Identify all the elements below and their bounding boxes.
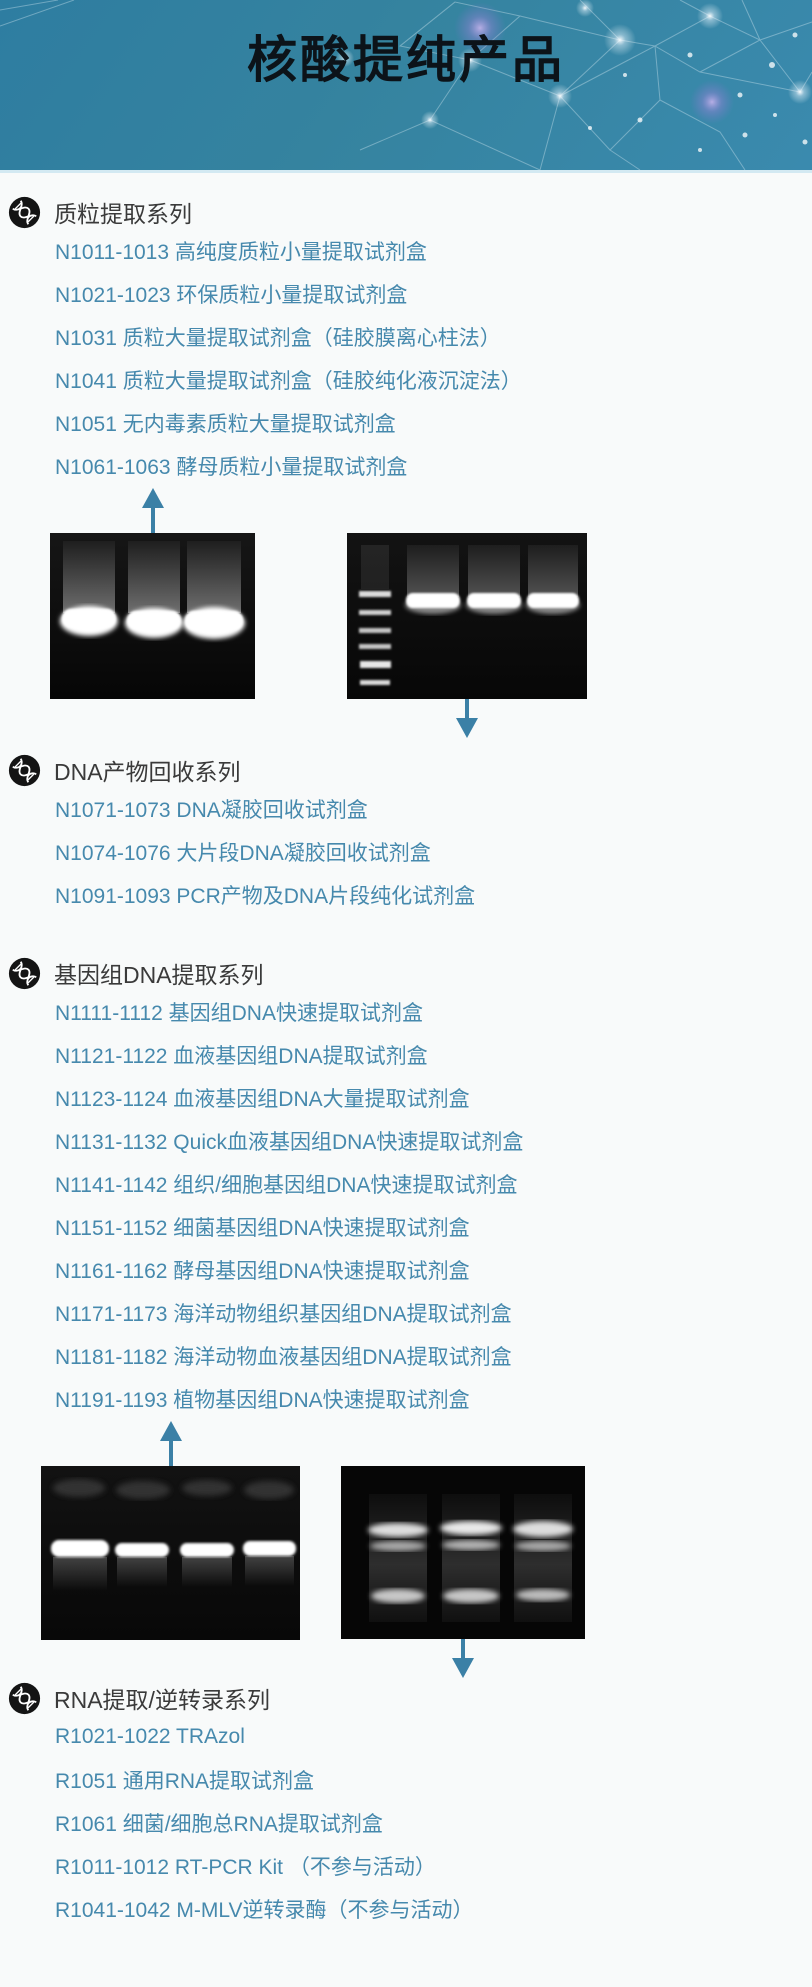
product-item[interactable]: N1181-1182 海洋动物血液基因组DNA提取试剂盒 (55, 1345, 512, 1369)
section-header-genomic-dna: 基因组DNA提取系列 (8, 956, 812, 990)
product-item[interactable]: R1041-1042 M-MLV逆转录酶（不参与活动） (55, 1898, 474, 1922)
product-item[interactable]: N1041 质粒大量提取试剂盒（硅胶纯化液沉淀法） (55, 369, 522, 393)
product-item[interactable]: N1123-1124 血液基因组DNA大量提取试剂盒 (55, 1087, 470, 1111)
gel-figure-row-plasmid (50, 487, 812, 739)
product-item[interactable]: N1071-1073 DNA凝胶回收试剂盒 (55, 798, 368, 822)
product-item[interactable]: R1061 细菌/细胞总RNA提取试剂盒 (55, 1812, 383, 1836)
product-item[interactable]: N1051 无内毒素质粒大量提取试剂盒 (55, 412, 396, 436)
product-item[interactable]: R1011-1012 RT-PCR Kit （不参与活动） (55, 1855, 436, 1879)
section-title: 基因组DNA提取系列 (54, 962, 264, 988)
section-title: RNA提取/逆转录系列 (54, 1687, 270, 1713)
product-list-plasmid: N1011-1013 高纯度质粒小量提取试剂盒 N1021-1023 环保质粒小… (0, 229, 812, 487)
arrow-up-icon (141, 488, 164, 533)
section-header-dna-recovery: DNA产物回收系列 (8, 753, 812, 787)
product-item[interactable]: N1191-1193 植物基因组DNA快速提取试剂盒 (55, 1388, 470, 1412)
section-header-plasmid: 质粒提取系列 (8, 195, 812, 229)
dna-icon (8, 957, 41, 989)
product-item[interactable]: N1061-1063 酵母质粒小量提取试剂盒 (55, 455, 408, 479)
gel-image-genomic-left (41, 1466, 300, 1640)
product-list-dna-recovery: N1071-1073 DNA凝胶回收试剂盒 N1074-1076 大片段DNA凝… (0, 787, 812, 916)
product-list-genomic-dna: N1111-1112 基因组DNA快速提取试剂盒 N1121-1122 血液基因… (0, 990, 812, 1420)
network-pattern-decoration (0, 0, 812, 170)
dna-icon (8, 754, 41, 786)
product-item[interactable]: N1031 质粒大量提取试剂盒（硅胶膜离心柱法） (55, 326, 501, 350)
arrow-down-icon (456, 699, 478, 738)
gel-image-rna-right (341, 1466, 585, 1639)
product-item[interactable]: R1021-1022 TRAzol (55, 1724, 245, 1748)
product-item[interactable]: N1091-1093 PCR产物及DNA片段纯化试剂盒 (55, 884, 476, 908)
product-item[interactable]: N1121-1122 血液基因组DNA提取试剂盒 (55, 1044, 428, 1068)
product-item[interactable]: N1141-1142 组织/细胞基因组DNA快速提取试剂盒 (55, 1173, 518, 1197)
arrow-up-icon (159, 1421, 182, 1466)
dna-icon (8, 196, 41, 228)
section-title: 质粒提取系列 (54, 201, 192, 227)
product-item[interactable]: N1131-1132 Quick血液基因组DNA快速提取试剂盒 (55, 1130, 524, 1154)
product-item[interactable]: N1074-1076 大片段DNA凝胶回收试剂盒 (55, 841, 431, 865)
product-item[interactable]: N1151-1152 细菌基因组DNA快速提取试剂盒 (55, 1216, 470, 1240)
page-title: 核酸提纯产品 (247, 32, 565, 88)
product-item[interactable]: R1051 通用RNA提取试剂盒 (55, 1769, 315, 1793)
product-item[interactable]: N1021-1023 环保质粒小量提取试剂盒 (55, 283, 408, 307)
dna-icon (8, 1682, 41, 1714)
product-item[interactable]: N1011-1013 高纯度质粒小量提取试剂盒 (55, 240, 427, 264)
product-item[interactable]: N1161-1162 酵母基因组DNA快速提取试剂盒 (55, 1259, 470, 1283)
product-list-rna: R1021-1022 TRAzol R1051 通用RNA提取试剂盒 R1061… (0, 1715, 812, 1930)
section-title: DNA产物回收系列 (54, 759, 241, 785)
arrow-down-icon (452, 1639, 474, 1678)
gel-figure-row-genomic (41, 1420, 812, 1679)
gel-image-plasmid-right-with-ladder (347, 533, 587, 699)
gel-image-plasmid-left (50, 533, 255, 699)
product-item[interactable]: N1171-1173 海洋动物组织基因组DNA提取试剂盒 (55, 1302, 512, 1326)
product-item[interactable]: N1111-1112 基因组DNA快速提取试剂盒 (55, 1001, 423, 1025)
section-header-rna: RNA提取/逆转录系列 (8, 1681, 812, 1715)
page-header: 核酸提纯产品 (0, 0, 812, 173)
